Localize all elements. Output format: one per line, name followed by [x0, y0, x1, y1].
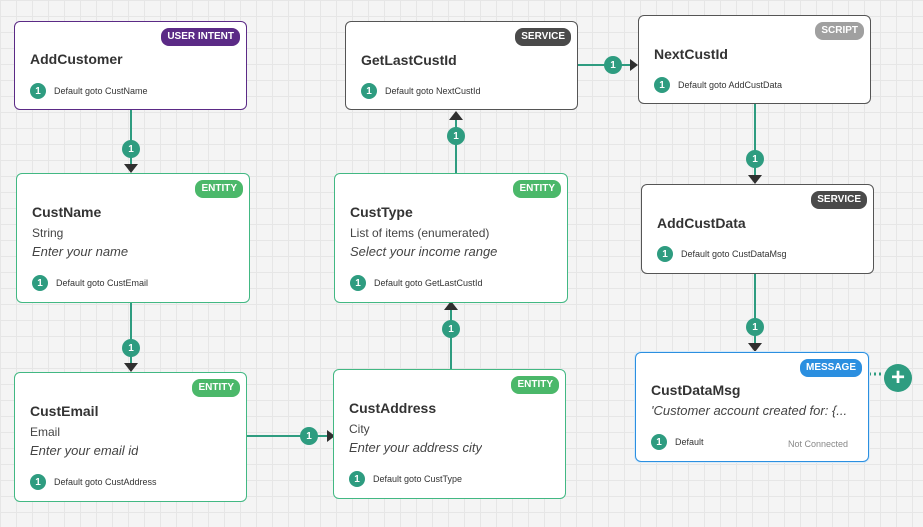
- node-add-cust-data[interactable]: SERVICE AddCustData 1 Default goto CustD…: [641, 184, 874, 274]
- node-title: CustType: [350, 204, 413, 220]
- entity-prompt: Enter your email id: [30, 443, 139, 458]
- node-cust-data-msg[interactable]: MESSAGE CustDataMsg 'Customer account cr…: [635, 352, 869, 462]
- connection-status: Not Connected: [787, 439, 848, 449]
- entity-badge: ENTITY: [192, 379, 240, 397]
- connector-badge[interactable]: 1: [604, 56, 622, 74]
- transition-number: 1: [32, 275, 48, 291]
- entity-prompt: Enter your name: [32, 244, 129, 259]
- node-title: CustName: [32, 204, 102, 220]
- entity-badge: ENTITY: [195, 180, 243, 198]
- node-title: AddCustData: [657, 215, 746, 231]
- node-title: GetLastCustId: [361, 52, 457, 68]
- node-transition[interactable]: 1 Default goto CustName: [30, 83, 148, 99]
- node-cust-name[interactable]: ENTITY CustName String Enter your name 1…: [16, 173, 250, 303]
- transition-number: 1: [30, 474, 46, 490]
- entity-type: String: [32, 226, 64, 240]
- node-get-last-cust-id[interactable]: SERVICE GetLastCustId 1 Default goto Nex…: [345, 21, 578, 110]
- transition-label: Default goto CustName: [54, 86, 148, 96]
- node-transition[interactable]: 1 Default goto CustEmail: [32, 275, 148, 291]
- transition-label: Default goto CustDataMsg: [681, 249, 787, 259]
- entity-prompt: Select your income range: [350, 244, 498, 259]
- node-title: CustEmail: [30, 403, 99, 419]
- node-title: CustDataMsg: [651, 382, 741, 398]
- transition-number: 1: [30, 83, 46, 99]
- service-badge: SERVICE: [515, 28, 571, 46]
- entity-type: Email: [30, 425, 61, 439]
- entity-prompt: Enter your address city: [349, 440, 482, 455]
- transition-number: 1: [349, 471, 365, 487]
- transition-label: Default goto CustEmail: [56, 278, 149, 288]
- connector-badge[interactable]: 1: [746, 150, 764, 168]
- node-transition[interactable]: 1 Default goto AddCustData: [654, 77, 782, 93]
- transition-number: 1: [657, 246, 673, 262]
- transition-label: Default goto AddCustData: [678, 80, 783, 90]
- node-transition[interactable]: 1 Default: [651, 434, 704, 450]
- node-title: CustAddress: [349, 400, 437, 416]
- script-badge: SCRIPT: [815, 22, 864, 40]
- transition-label: Default: [675, 437, 704, 447]
- user-intent-badge: USER INTENT: [161, 28, 240, 46]
- entity-badge: ENTITY: [511, 376, 559, 394]
- node-next-cust-id[interactable]: SCRIPT NextCustId 1 Default goto AddCust…: [638, 15, 871, 104]
- connector-badge[interactable]: 1: [122, 339, 140, 357]
- connector-badge[interactable]: 1: [447, 127, 465, 145]
- transition-label: Default goto CustAddress: [54, 477, 157, 487]
- node-cust-address[interactable]: ENTITY CustAddress City Enter your addre…: [333, 369, 566, 499]
- connector-badge[interactable]: 1: [300, 427, 318, 445]
- node-transition[interactable]: 1 Default goto CustDataMsg: [657, 246, 787, 262]
- node-cust-email[interactable]: ENTITY CustEmail Email Enter your email …: [14, 372, 247, 502]
- entity-type: List of items (enumerated): [350, 226, 490, 240]
- connector-badge[interactable]: 1: [746, 318, 764, 336]
- transition-label: Default goto CustType: [373, 474, 463, 484]
- node-title: AddCustomer: [30, 51, 123, 67]
- node-transition[interactable]: 1 Default goto GetLastCustId: [350, 275, 483, 291]
- node-title: NextCustId: [654, 46, 728, 62]
- transition-number: 1: [651, 434, 667, 450]
- transition-number: 1: [350, 275, 366, 291]
- node-transition[interactable]: 1 Default goto CustAddress: [30, 474, 157, 490]
- node-add-customer[interactable]: USER INTENT AddCustomer 1 Default goto C…: [14, 21, 247, 110]
- message-badge: MESSAGE: [799, 359, 862, 377]
- node-transition[interactable]: 1 Default goto NextCustId: [361, 83, 481, 99]
- add-node-button[interactable]: +: [884, 364, 912, 392]
- transition-number: 1: [654, 77, 670, 93]
- node-cust-type[interactable]: ENTITY CustType List of items (enumerate…: [334, 173, 568, 303]
- transition-label: Default goto NextCustId: [385, 86, 481, 96]
- entity-type: City: [349, 422, 370, 436]
- connector-badge[interactable]: 1: [442, 320, 460, 338]
- service-badge: SERVICE: [811, 191, 867, 209]
- transition-number: 1: [361, 83, 377, 99]
- transition-label: Default goto GetLastCustId: [374, 278, 483, 288]
- entity-badge: ENTITY: [513, 180, 561, 198]
- connector-badge[interactable]: 1: [122, 140, 140, 158]
- message-text: 'Customer account created for: {...: [651, 403, 848, 418]
- node-transition[interactable]: 1 Default goto CustType: [349, 471, 462, 487]
